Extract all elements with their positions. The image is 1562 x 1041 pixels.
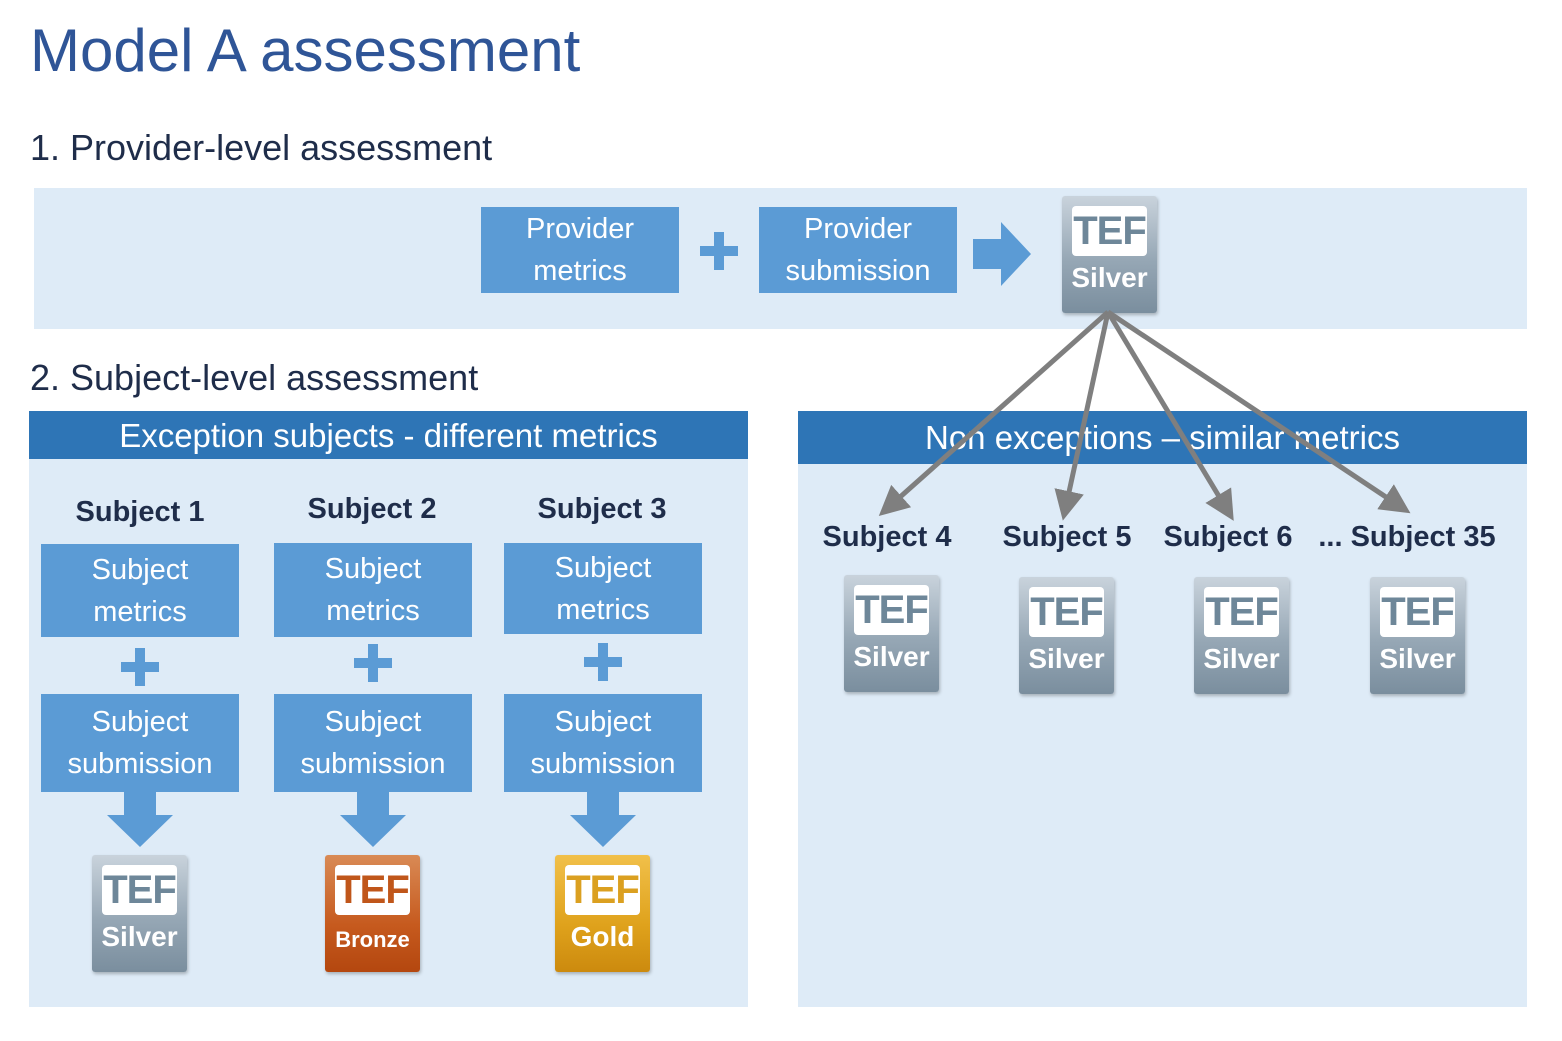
- subject-4-label: Subject 4: [822, 521, 952, 553]
- subject-5-tef-badge: TEF Silver: [1019, 577, 1114, 694]
- submission-line1: Subject: [324, 706, 422, 738]
- badge-level: Bronze: [335, 927, 410, 952]
- badge-level: Silver: [1379, 643, 1456, 674]
- badge-level: Silver: [1071, 262, 1148, 293]
- provider-submission-line1: Provider: [804, 213, 912, 245]
- subject-3-submission-box: Subject submission: [504, 694, 702, 792]
- metrics-line2: metrics: [556, 593, 650, 626]
- subject-35-tef-badge: TEF Silver: [1370, 577, 1465, 694]
- subject-5-label: Subject 5: [1002, 521, 1132, 553]
- plus-icon: [700, 232, 738, 270]
- subject-2-tef-badge: TEF Bronze: [325, 855, 420, 972]
- subject-2-metrics-box: Subject metrics: [274, 543, 472, 637]
- provider-submission-line2: submission: [785, 255, 931, 287]
- badge-level: Silver: [1203, 643, 1280, 674]
- tef-logo: TEF: [1072, 206, 1147, 256]
- non-exceptions-header: Non exceptions – similar metrics: [798, 411, 1527, 464]
- subject-35-label: ... Subject 35: [1318, 521, 1496, 553]
- subject-6-label: Subject 6: [1163, 521, 1293, 553]
- provider-metrics-line1: Provider: [526, 213, 634, 245]
- plus-icon: [584, 643, 622, 681]
- metrics-line1: Subject: [554, 551, 652, 584]
- metrics-line2: metrics: [93, 595, 187, 628]
- subject-3-tef-badge: TEF Gold: [555, 855, 650, 972]
- subject-2-label: Subject 2: [307, 493, 437, 525]
- subject-3-metrics-box: Subject metrics: [504, 543, 702, 634]
- badge-level: Silver: [101, 921, 178, 952]
- badge-level: Silver: [853, 641, 930, 672]
- tef-logo: TEF: [565, 865, 640, 915]
- provider-metrics-line2: metrics: [533, 255, 627, 287]
- tef-logo: TEF: [854, 585, 929, 635]
- arrow-right-icon: [973, 222, 1031, 286]
- page-title: Model A assessment: [30, 17, 581, 84]
- subject-4-tef-badge: TEF Silver: [844, 575, 939, 692]
- subject-2-submission-box: Subject submission: [274, 694, 472, 792]
- submission-line1: Subject: [554, 706, 652, 738]
- tef-logo: TEF: [102, 865, 177, 915]
- tef-logo: TEF: [1029, 587, 1104, 637]
- subject-1-metrics-box: Subject metrics: [41, 544, 239, 637]
- badge-level: Silver: [1028, 643, 1105, 674]
- section1-heading: 1. Provider-level assessment: [30, 127, 493, 168]
- submission-line2: submission: [300, 748, 446, 780]
- subject-6-tef-badge: TEF Silver: [1194, 577, 1289, 694]
- non-exceptions-panel: [798, 411, 1527, 1007]
- arrow-down-icon: [340, 791, 406, 847]
- subject-1-label: Subject 1: [75, 496, 205, 528]
- exceptions-header: Exception subjects - different metrics: [29, 411, 748, 459]
- submission-line2: submission: [530, 748, 676, 780]
- plus-icon: [354, 644, 392, 682]
- subject-3-label: Subject 3: [537, 493, 667, 525]
- section2-heading: 2. Subject-level assessment: [30, 357, 479, 398]
- provider-metrics-box: Provider metrics: [481, 207, 679, 293]
- subject-1-submission-box: Subject submission: [41, 694, 239, 792]
- tef-logo: TEF: [1380, 587, 1455, 637]
- subject-1-tef-badge: TEF Silver: [92, 855, 187, 972]
- tef-logo: TEF: [1204, 587, 1279, 637]
- plus-icon: [121, 648, 159, 686]
- arrow-down-icon: [570, 791, 636, 847]
- metrics-line1: Subject: [324, 553, 422, 585]
- submission-line2: submission: [67, 748, 213, 780]
- provider-tef-badge: TEF Silver: [1062, 196, 1157, 313]
- badge-level: Gold: [570, 921, 635, 952]
- metrics-line2: metrics: [326, 595, 420, 627]
- tef-logo: TEF: [335, 865, 410, 915]
- metrics-line1: Subject: [91, 553, 189, 586]
- arrow-down-icon: [107, 791, 173, 847]
- provider-submission-box: Provider submission: [759, 207, 957, 293]
- submission-line1: Subject: [91, 706, 189, 738]
